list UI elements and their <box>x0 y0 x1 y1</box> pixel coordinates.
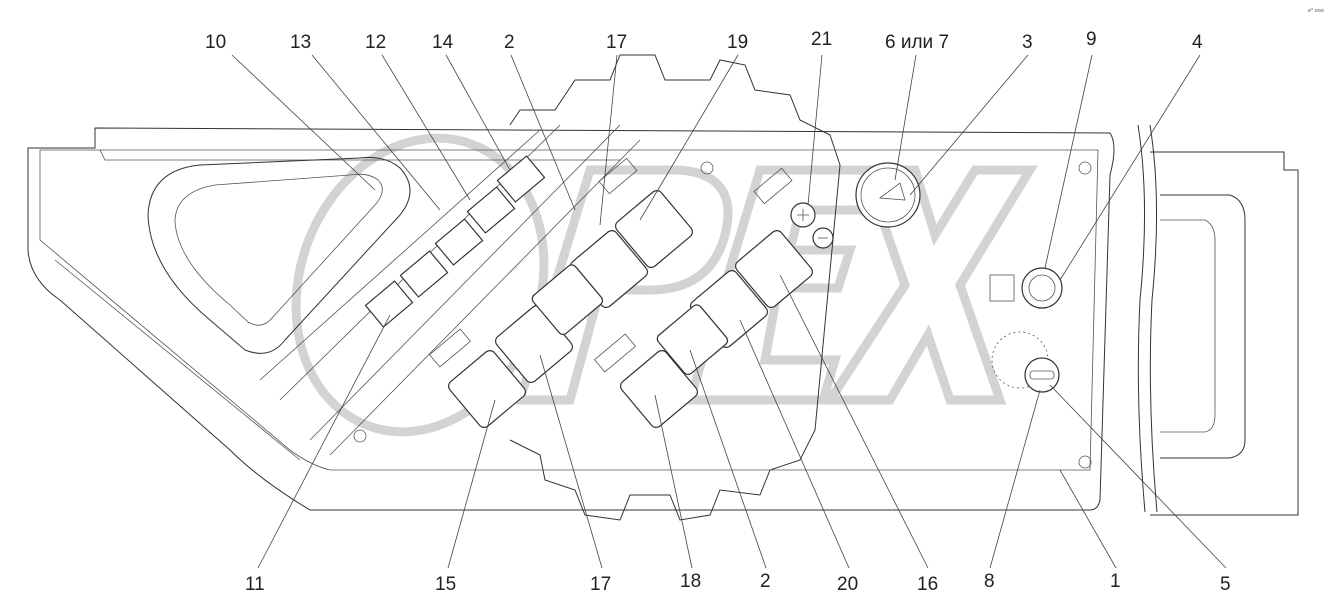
switch-8 <box>991 331 1060 393</box>
panel-cutout-inner <box>174 173 383 326</box>
callout-label-16: 16 <box>917 574 938 595</box>
callout-label-2-top: 2 <box>504 32 515 53</box>
callout-label-19: 19 <box>727 32 748 53</box>
callout-label-10: 10 <box>205 32 226 53</box>
callout-label-4: 4 <box>1192 32 1203 53</box>
panel-inner-ridge <box>54 149 620 461</box>
bevel-lines <box>259 124 641 456</box>
callout-label-9: 9 <box>1086 29 1097 50</box>
corner-mark: e⁰ ooo <box>1308 8 1324 14</box>
callout-label-13: 13 <box>290 32 311 53</box>
callout-label-5: 5 <box>1220 574 1231 595</box>
side-cover <box>1137 124 1299 516</box>
gear-outline <box>509 54 841 521</box>
fuse-holder <box>855 162 921 228</box>
callout-label-14: 14 <box>432 32 454 53</box>
callout-label-20: 20 <box>837 574 858 595</box>
indicator-plates <box>428 157 793 373</box>
callout-label-17-top: 17 <box>606 32 627 53</box>
callout-label-1: 1 <box>1110 571 1121 592</box>
callout-label-21: 21 <box>811 29 832 50</box>
callout-label-6-or-7: 6 или 7 <box>885 32 949 53</box>
mounting-holes <box>353 161 1092 469</box>
callout-label-18: 18 <box>680 571 701 592</box>
connector-9 <box>989 267 1063 309</box>
callout-label-2-bottom: 2 <box>760 571 771 592</box>
rocker-switches <box>447 189 814 429</box>
switch-strip <box>364 155 546 328</box>
leader-lines <box>231 54 1227 569</box>
callout-label-8: 8 <box>984 571 995 592</box>
callout-label-11: 11 <box>245 574 265 595</box>
plus-minus-terminal <box>790 202 834 249</box>
callout-label-3: 3 <box>1022 32 1033 53</box>
callout-label-12: 12 <box>365 32 386 53</box>
callout-label-15: 15 <box>435 574 456 595</box>
panel-cutout <box>147 157 411 354</box>
callout-label-17-bottom: 17 <box>590 574 611 595</box>
panel-outline <box>27 127 1115 511</box>
